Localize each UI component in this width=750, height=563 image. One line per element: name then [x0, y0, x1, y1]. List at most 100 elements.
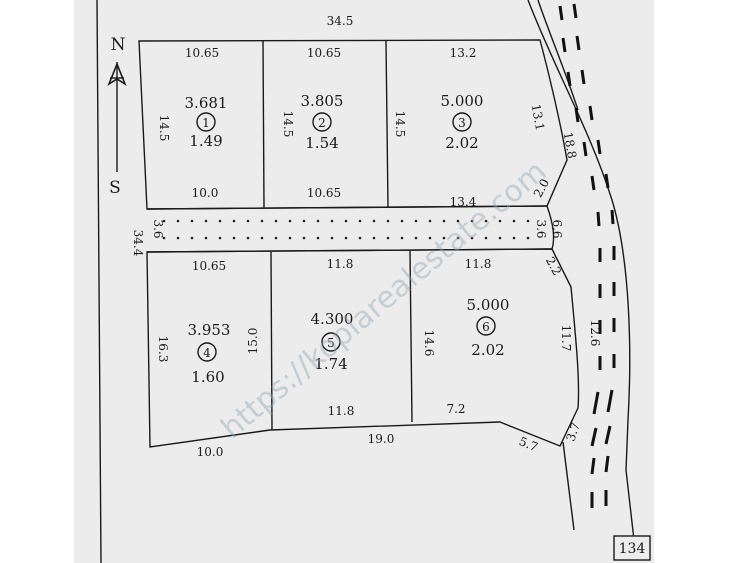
plot-number: 3 [458, 116, 466, 130]
plot-number: 4 [203, 346, 211, 360]
dim-p1-top: 10.65 [185, 46, 219, 60]
footpath-dot [442, 219, 446, 223]
dim-path-end: 6.6 [550, 219, 564, 238]
footpath-dot [330, 219, 334, 223]
plot-4: 3.953 4 1.60 [188, 321, 231, 386]
south-label: S [109, 178, 121, 198]
footpath-dot [204, 236, 208, 240]
plot-value: 2.02 [471, 341, 504, 359]
bottom-block [146, 248, 580, 448]
plot-2: 3.805 2 1.54 [301, 92, 344, 152]
footpath-dot [498, 219, 502, 223]
footpath-dot [176, 236, 180, 240]
footpath-dot [274, 236, 278, 240]
footpath-dot [386, 236, 390, 240]
plot-value: 1.49 [189, 132, 222, 150]
plot-area: 3.681 [185, 94, 228, 112]
dim-p1-bottom: 10.0 [192, 186, 219, 200]
dim-p4-left: 16.3 [156, 336, 170, 363]
footpath-dot [218, 236, 222, 240]
footpath-dot [456, 236, 460, 240]
footpath-dot [428, 219, 432, 223]
footpath-dot [330, 236, 334, 240]
dim-p3-top: 13.2 [450, 46, 477, 60]
dim-bottom-mid: 19.0 [368, 432, 395, 446]
footpath-dot [512, 236, 516, 240]
footpath-dots [162, 219, 530, 240]
footpath-dot [190, 236, 194, 240]
footpath-dot [358, 236, 362, 240]
footpath-dot [470, 236, 474, 240]
footpath-dot [260, 236, 264, 240]
footpath-dot [190, 219, 194, 223]
plot-area: 4.300 [311, 310, 354, 328]
footpath-dot [246, 236, 250, 240]
plot-area: 3.805 [301, 92, 344, 110]
north-label: N [111, 35, 126, 55]
footpath-dot [344, 219, 348, 223]
plot-value: 1.74 [314, 355, 347, 373]
footpath-dot [414, 236, 418, 240]
plot-number-circle [476, 316, 496, 336]
dim-road-upper: 18.8 [561, 131, 579, 160]
dim-p4-top: 10.65 [192, 259, 226, 273]
footpath-dot [232, 236, 236, 240]
dim-bottom-corner: 5.7 [517, 434, 540, 454]
plot-number-circle [196, 112, 216, 132]
plot-number-circle [452, 112, 472, 132]
road [527, 0, 635, 541]
footpath-dot [302, 219, 306, 223]
footpath-dot [484, 219, 488, 223]
plot-value: 2.02 [445, 134, 478, 152]
plot-number: 1 [202, 116, 210, 130]
footpath-dot [288, 219, 292, 223]
plot-1: 3.681 1 1.49 [185, 94, 228, 150]
footpath-dot [498, 236, 502, 240]
footpath-dot [302, 236, 306, 240]
dim-p3-bottom: 13.4 [450, 195, 477, 209]
page-number-box [613, 535, 651, 561]
plot-number-circle [197, 342, 217, 362]
north-arrow: N S [107, 35, 127, 198]
footpath-dot [456, 219, 460, 223]
footpath-dot [400, 236, 404, 240]
plot-number-circle [312, 112, 332, 132]
plot-3: 5.000 3 2.02 [441, 92, 484, 152]
footpath-dot [246, 219, 250, 223]
dim-p5-left: 15.0 [246, 328, 260, 355]
footpath-dot [400, 219, 404, 223]
plot-6: 5.000 6 2.02 [467, 296, 510, 359]
footpath-dot [162, 236, 166, 240]
dim-bottom-right: 3.7 [564, 421, 583, 443]
plot-number: 6 [482, 320, 490, 334]
plot-value: 1.54 [305, 134, 338, 152]
dim-p2-top: 10.65 [307, 46, 341, 60]
page-number: 134 [619, 541, 646, 557]
footpath-dot [316, 236, 320, 240]
footpath-dot [428, 236, 432, 240]
footpath-dot [176, 219, 180, 223]
plot-number: 5 [327, 336, 335, 350]
dim-p6-right: 11.7 [559, 325, 573, 352]
dim-p3-right: 13.1 [529, 103, 547, 132]
footpath-dot [470, 219, 474, 223]
footpath-dot [218, 219, 222, 223]
footpath-dot [372, 236, 376, 240]
dim-p2-bottom: 10.65 [307, 186, 341, 200]
footpath-dot [512, 219, 516, 223]
dim-path-left: 3.6 [151, 219, 165, 238]
footpath-dot [260, 219, 264, 223]
dim-p1-left: 14.5 [157, 115, 171, 142]
dim-p5-top: 11.8 [327, 257, 354, 271]
margin-line [96, 0, 102, 563]
road-lane-dashes [558, 3, 616, 508]
dim-left-total: 34.4 [131, 230, 145, 257]
plot-number-circle [321, 332, 341, 352]
dim-p6-top: 11.8 [465, 257, 492, 271]
dim-p6-left: 14.6 [422, 330, 436, 357]
dim-path-right: 3.6 [534, 219, 548, 238]
dimension-labels: 34.5 10.65 10.65 13.2 14.5 14.5 14.5 13.… [131, 14, 602, 459]
footpath-dot [316, 219, 320, 223]
dim-p6-bottom: 7.2 [446, 402, 465, 416]
